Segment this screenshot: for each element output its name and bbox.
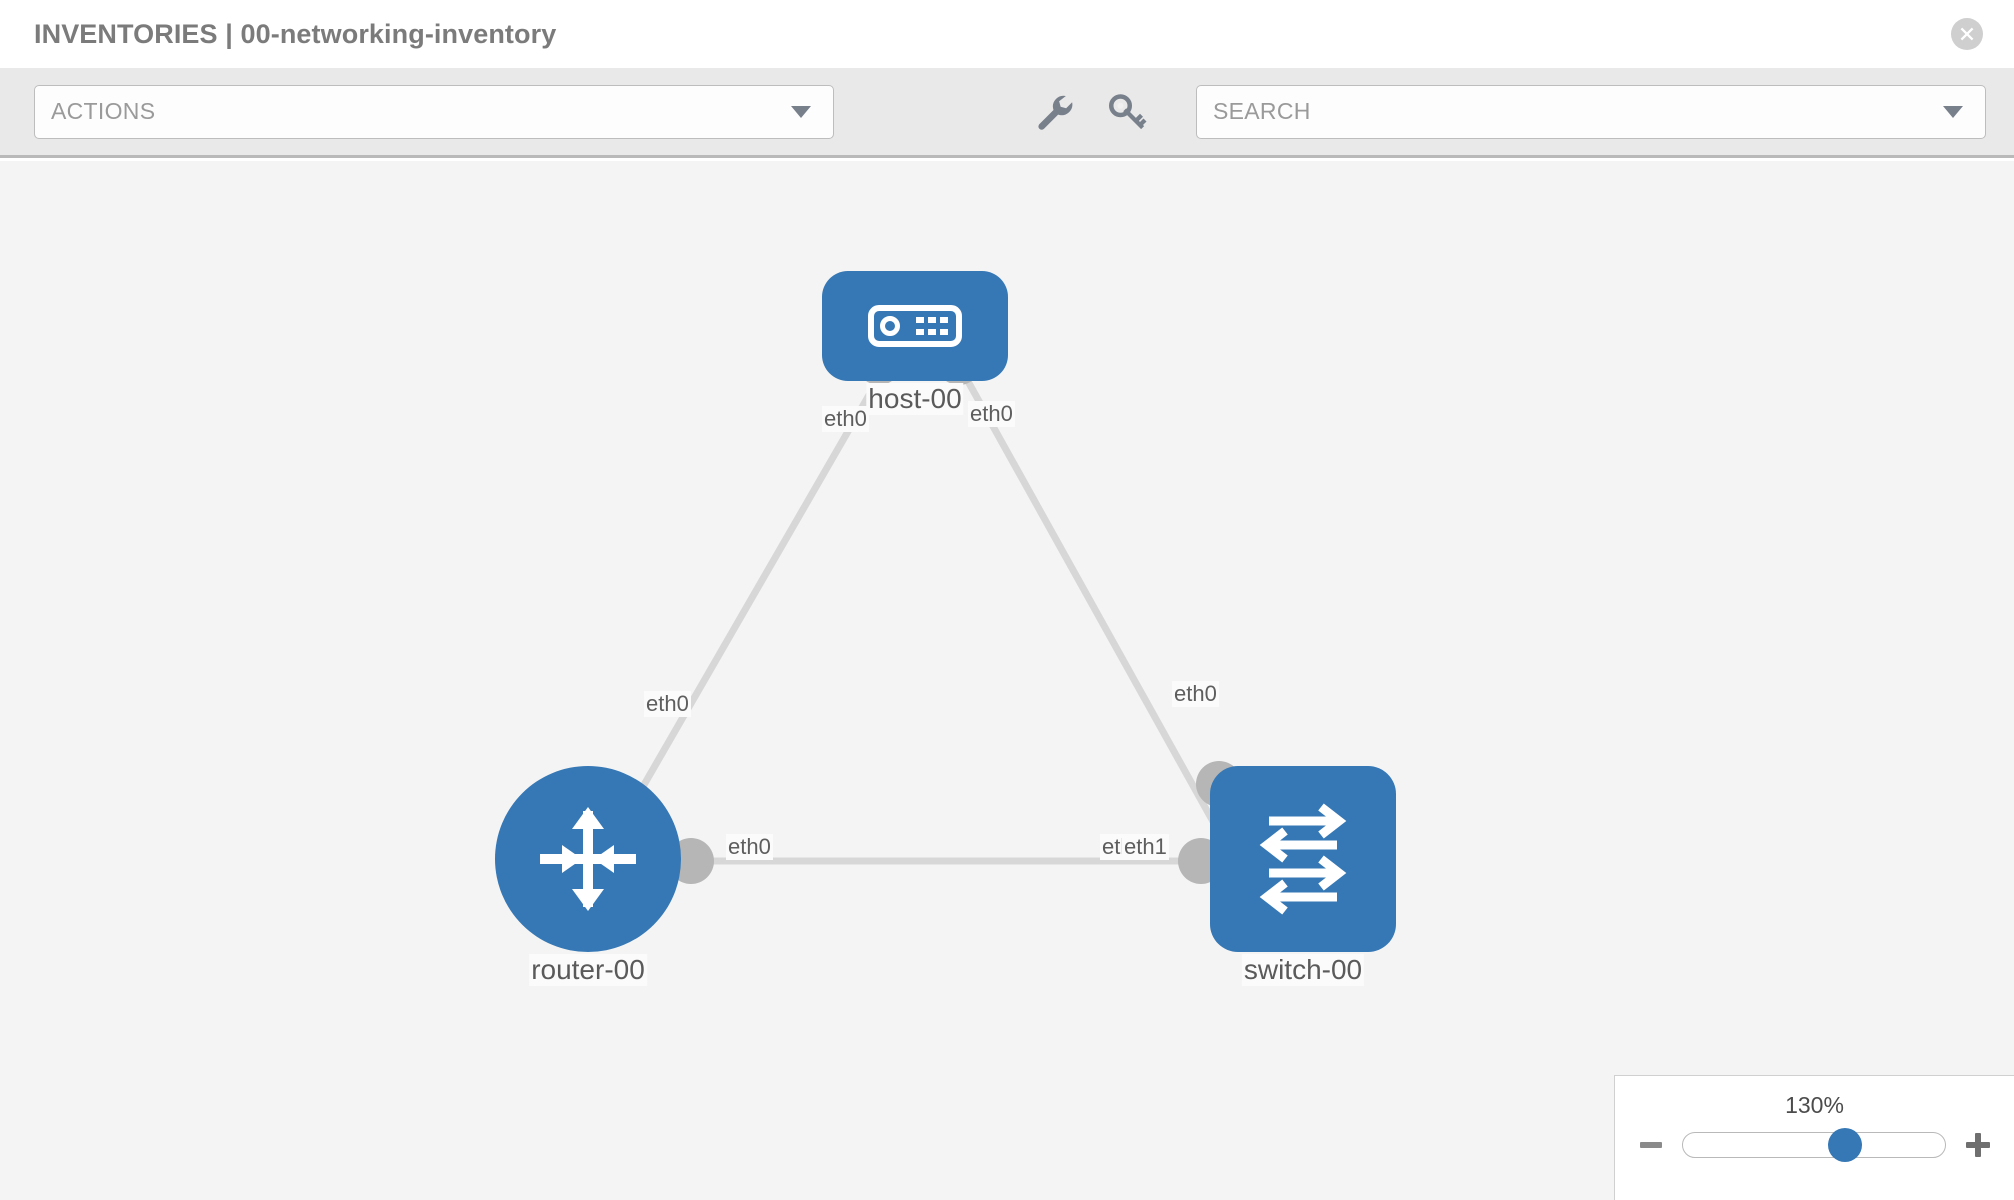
- router-arrows-icon: [540, 807, 636, 911]
- wrench-icon[interactable]: [1034, 92, 1074, 132]
- switch-arrows-icon: [1259, 803, 1347, 915]
- chevron-down-icon: [1943, 105, 1963, 118]
- edge-label-router-right: eth0: [726, 834, 773, 860]
- plus-icon[interactable]: [1964, 1131, 1992, 1159]
- zoom-slider-thumb[interactable]: [1827, 1128, 1862, 1162]
- node-switch-00-shape[interactable]: [1210, 766, 1396, 952]
- close-icon: [1960, 27, 1974, 41]
- topology-links: [596, 374, 1239, 865]
- link-host-switch[interactable]: [961, 374, 1239, 863]
- actions-dropdown-label: ACTIONS: [51, 98, 156, 124]
- edge-label-switch-left-b: eth1: [1122, 834, 1169, 860]
- search-input[interactable]: SEARCH: [1196, 84, 1986, 139]
- zoom-slider-row: [1615, 1128, 2014, 1162]
- edge-label-router-up: eth0: [644, 691, 691, 717]
- node-host-00-label: host-00: [866, 383, 964, 415]
- zoom-control-panel: 130%: [1614, 1075, 2014, 1200]
- toolbar-icon-group: [1034, 92, 1148, 132]
- close-button[interactable]: [1951, 18, 1983, 50]
- minus-icon[interactable]: [1638, 1132, 1664, 1158]
- chevron-down-icon: [791, 105, 811, 118]
- node-router-00-shape[interactable]: [495, 766, 681, 952]
- node-router-00[interactable]: router-00: [495, 766, 681, 986]
- window-header: INVENTORIES | 00-networking-inventory: [0, 0, 2014, 68]
- server-icon: [868, 305, 962, 347]
- node-router-00-label: router-00: [529, 954, 647, 986]
- node-host-00[interactable]: host-00: [822, 271, 1008, 415]
- node-switch-00-label: switch-00: [1241, 954, 1365, 986]
- topology-canvas[interactable]: host-00: [0, 161, 2014, 1200]
- edge-label-host-left: eth0: [822, 406, 869, 432]
- edge-label-switch-up: eth0: [1172, 681, 1219, 707]
- node-switch-00[interactable]: switch-00: [1210, 766, 1396, 986]
- toolbar: ACTIONS SEARCH: [0, 68, 2014, 158]
- actions-dropdown[interactable]: ACTIONS: [34, 84, 834, 139]
- link-host-router[interactable]: [596, 374, 884, 863]
- edge-label-host-right: eth0: [968, 401, 1015, 427]
- zoom-level-value: 130%: [1785, 1092, 1844, 1118]
- search-placeholder: SEARCH: [1213, 98, 1311, 124]
- node-host-00-shape[interactable]: [822, 271, 1008, 381]
- zoom-slider[interactable]: [1681, 1128, 1946, 1162]
- page-title: INVENTORIES | 00-networking-inventory: [34, 18, 557, 49]
- key-icon[interactable]: [1108, 92, 1148, 132]
